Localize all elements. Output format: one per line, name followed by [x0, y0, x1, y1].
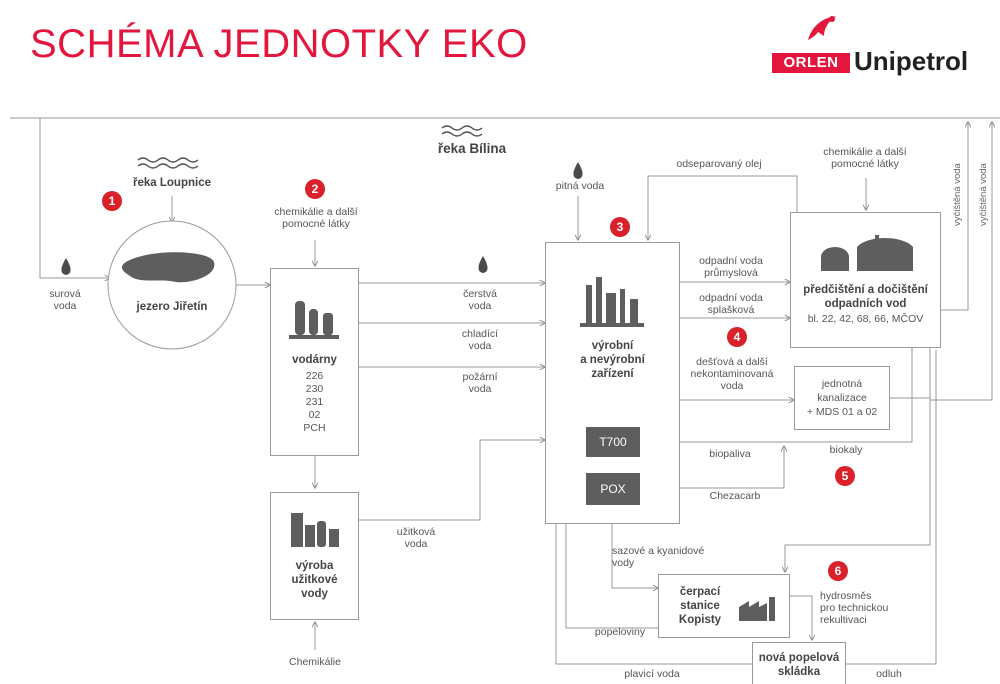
- step-badge-5: 5: [835, 466, 855, 486]
- cleaned-water-label-2: vyčištěná voda: [978, 163, 989, 226]
- step-badge-1: 1: [102, 191, 122, 211]
- lake-label: jezero Jiřetín: [136, 301, 208, 313]
- step-badge-3: 3: [610, 217, 630, 237]
- drop-icons: [61, 162, 583, 275]
- tanks-icon: [821, 235, 913, 271]
- page-title: SCHÉMA JEDNOTKY EKO: [30, 22, 528, 66]
- pump-station-icon: [739, 597, 775, 621]
- ash-label: popeloviny: [594, 626, 646, 638]
- orlen-badge: ORLEN: [772, 53, 850, 73]
- t700-unit: T700: [586, 427, 640, 457]
- drinking-water-label: pitná voda: [555, 180, 605, 192]
- cleaned-water-label-1: vyčištěná voda: [952, 163, 963, 226]
- refinery-icon: [580, 277, 644, 327]
- logo-wordmark: Unipetrol: [854, 46, 969, 76]
- step-badge-4: 4: [727, 327, 747, 347]
- utility-chem-label: Chemikálie: [289, 656, 341, 668]
- separated-oil-label: odseparovaný olej: [676, 158, 762, 170]
- orlen-eagle-icon: [808, 16, 836, 40]
- chezacarb-label: Chezacarb: [709, 490, 761, 502]
- treatment-blocks: bl. 22, 42, 68, 66, MČOV: [807, 313, 924, 325]
- step-badge-6: 6: [828, 561, 848, 581]
- river-bilina-label: řeka Bílina: [437, 141, 507, 156]
- biosludge-label: biokaly: [829, 444, 863, 456]
- pox-unit: POX: [586, 473, 640, 505]
- company-logo: ORLEN Unipetrol: [772, 10, 997, 80]
- biofuels-label: biopaliva: [709, 448, 751, 460]
- waterworks-icon: [289, 301, 339, 339]
- outflow-label: odluh: [876, 668, 902, 680]
- river-loupnice-label: řeka Loupnice: [133, 177, 211, 189]
- flush-water-label: plavicí voda: [624, 668, 680, 680]
- plant-icon: [291, 513, 339, 547]
- step-badge-2: 2: [305, 179, 325, 199]
- wave-icons: [137, 125, 483, 169]
